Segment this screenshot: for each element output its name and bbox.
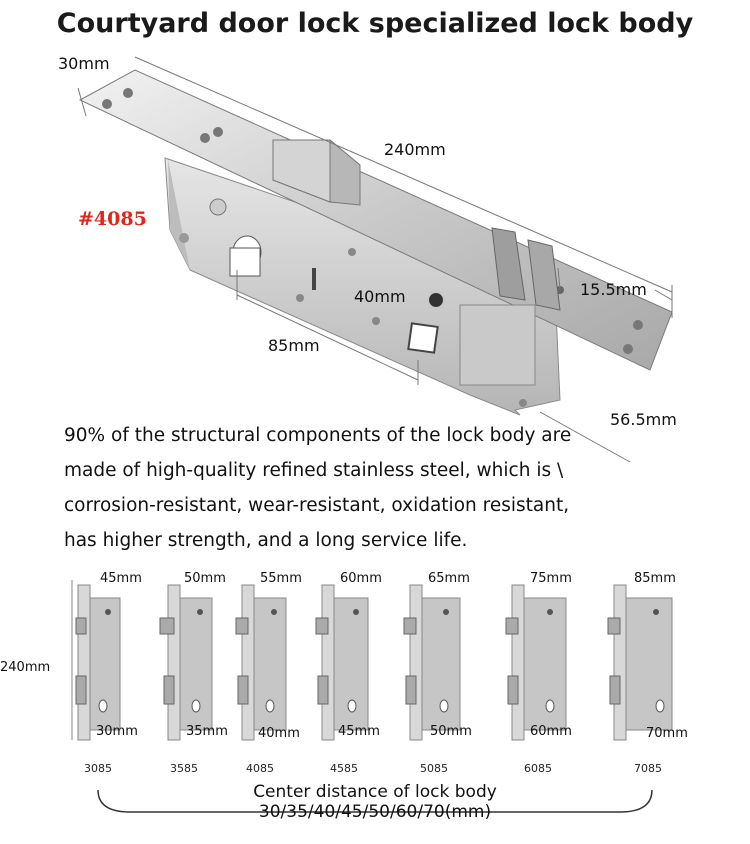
variant-backset: 85mm: [634, 571, 676, 586]
variant-backset: 60mm: [340, 571, 382, 586]
dim-backset: 85mm: [268, 336, 320, 355]
caption-line-1: Center distance of lock body: [253, 782, 497, 802]
variant-center: 70mm: [646, 726, 688, 741]
variant-center: 30mm: [96, 724, 138, 739]
variant-backset: 75mm: [530, 571, 572, 586]
variant-lock-4085: [235, 584, 287, 741]
page-title: Courtyard door lock specialized lock bod…: [56, 8, 694, 39]
spindle-hole: [296, 248, 536, 407]
variant-code: 5085: [420, 762, 448, 775]
variant-lock-7085: [607, 584, 673, 741]
model-label: #4085: [78, 208, 147, 230]
description-line: corrosion-resistant, wear-resistant, oxi…: [64, 495, 570, 516]
description-line: 90% of the structural components of the …: [64, 425, 572, 446]
variant-backset: 50mm: [184, 571, 226, 586]
caption-line-2: 30/35/40/45/50/60/70(mm): [258, 802, 492, 822]
variant-code: 7085: [634, 762, 662, 775]
variant-lock-3085: [75, 584, 121, 741]
variant-center: 35mm: [186, 724, 228, 739]
variant-lock-5085: [403, 584, 461, 741]
deadbolt: [272, 139, 361, 206]
dim-faceplate-width: 30mm: [58, 54, 110, 73]
variant-backset: 45mm: [100, 571, 142, 586]
description: 90% of the structural components of the …: [64, 418, 624, 558]
variant-lock-3585: [159, 584, 213, 741]
variant-backset: 65mm: [428, 571, 470, 586]
dim-depth: 56.5mm: [610, 410, 677, 429]
cylinder-hole: [179, 198, 262, 277]
variant-backset: 55mm: [260, 571, 302, 586]
description-line: has higher strength, and a long service …: [64, 530, 468, 551]
variant-code: 3085: [84, 762, 112, 775]
variant-lock-6085: [505, 584, 567, 741]
variant-code: 4085: [246, 762, 274, 775]
dimension-lines: [77, 56, 673, 463]
variants-height-label: 240mm: [0, 660, 51, 675]
variant-center: 40mm: [258, 726, 300, 741]
description-line: made of high-quality refined stainless s…: [64, 460, 564, 481]
variant-code: 6085: [524, 762, 552, 775]
variant-code: 3585: [170, 762, 198, 775]
bracket-curve: [97, 789, 653, 813]
variant-lock-4585: [315, 584, 369, 741]
variant-code: 4585: [330, 762, 358, 775]
variant-center: 45mm: [338, 724, 380, 739]
dim-length: 240mm: [384, 140, 446, 159]
dim-center: 40mm: [354, 287, 406, 306]
latch: [491, 227, 561, 311]
variant-center: 60mm: [530, 724, 572, 739]
dim-latch: 15.5mm: [580, 280, 647, 299]
variant-center: 50mm: [430, 724, 472, 739]
